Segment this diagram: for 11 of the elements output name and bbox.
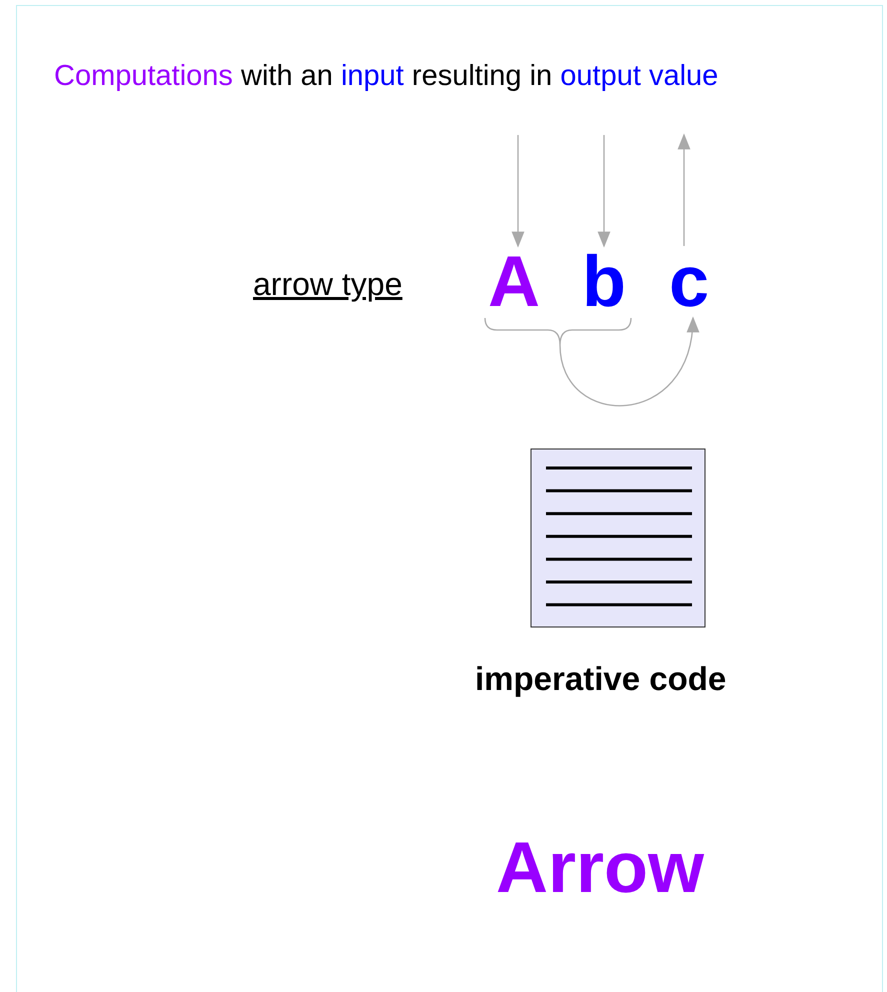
type-label: arrow type (253, 268, 402, 300)
arrow (484, 316, 698, 406)
arrow (678, 133, 690, 246)
variable-letter: c (662, 246, 716, 318)
big-title: Arrow (496, 832, 704, 904)
arrow (512, 135, 524, 248)
variable-letter: b (577, 246, 631, 318)
heading: Computations with an input resulting in output value (54, 62, 718, 91)
variable-letter: A (485, 246, 543, 318)
arrow (598, 135, 610, 248)
caption: imperative code (475, 662, 726, 695)
